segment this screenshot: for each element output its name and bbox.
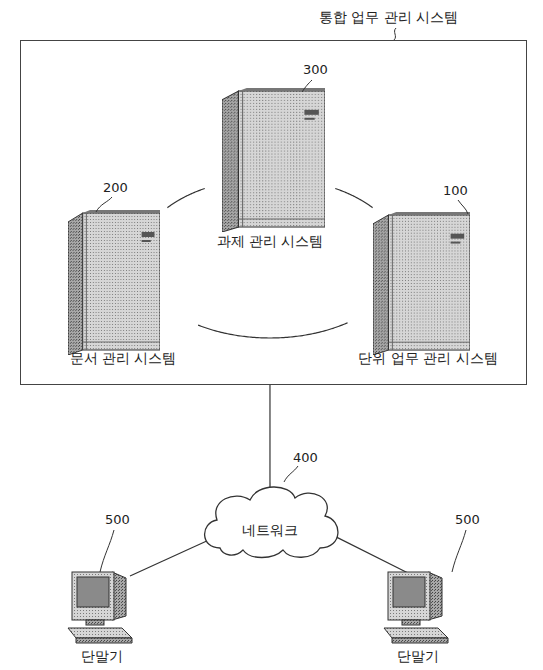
node-label: 단말기 (62, 647, 142, 665)
leader-line (100, 530, 114, 572)
callout-number: 400 (293, 450, 318, 466)
terminal-node: 단말기 (378, 568, 458, 668)
callout-number: 300 (303, 62, 328, 78)
server-illustration (373, 212, 470, 355)
ring-link (167, 188, 204, 207)
server-symbol (373, 212, 470, 355)
server-node: 문서 관리 시스템 (48, 208, 198, 370)
network-link (333, 535, 410, 574)
terminal-illustration (378, 568, 458, 648)
callout-number: 100 (443, 183, 468, 199)
server-node: 단위 업무 관리 시스템 (348, 208, 508, 370)
ring-link (335, 188, 372, 207)
network-link (130, 540, 210, 577)
server-symbol (68, 210, 160, 355)
ring-link (198, 323, 347, 338)
callout-number: 500 (105, 512, 130, 528)
terminal-node: 단말기 (62, 568, 142, 668)
node-label: 단말기 (378, 647, 458, 665)
server-illustration (222, 88, 325, 232)
terminal-illustration (62, 568, 142, 648)
leader-line (284, 466, 298, 482)
terminal-symbol (68, 572, 132, 643)
server-symbol (222, 88, 325, 232)
network-link (269, 385, 270, 488)
callout-number: 500 (455, 512, 480, 528)
server-illustration (68, 210, 160, 355)
node-label: 네트워크 (195, 521, 345, 539)
cloud-illustration (195, 478, 345, 560)
leader-line (96, 197, 112, 212)
leader-line (394, 28, 396, 40)
node-label: 단위 업무 관리 시스템 (348, 349, 508, 367)
network-cloud: 네트워크 (195, 478, 345, 560)
system-title: 통합 업무 관리 시스템 (319, 8, 458, 26)
server-node: 과제 관리 시스템 (205, 85, 335, 253)
system-boundary: 통합 업무 관리 시스템과제 관리 시스템문서 관리 시스템단위 업무 관리 시… (20, 40, 527, 385)
node-label: 과제 관리 시스템 (205, 232, 335, 250)
node-label: 문서 관리 시스템 (48, 349, 198, 367)
leader-line (452, 530, 466, 572)
terminal-symbol (384, 572, 448, 643)
callout-number: 200 (103, 180, 128, 196)
leader-line (458, 200, 468, 214)
